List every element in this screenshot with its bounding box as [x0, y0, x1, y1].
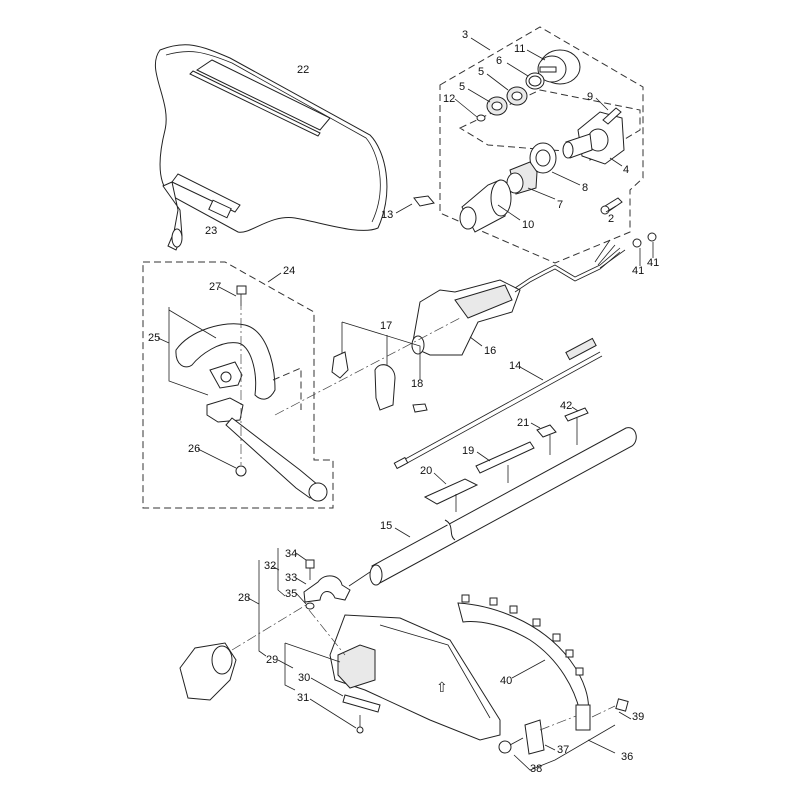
callout-10: 10 [522, 219, 535, 231]
gear-head [179, 642, 237, 701]
clamp-parts [331, 321, 428, 413]
callout-21: 21 [517, 417, 530, 429]
callout-3: 3 [462, 29, 469, 41]
callout-31: 31 [297, 692, 310, 704]
callout-25: 25 [148, 332, 161, 344]
callout-13: 13 [381, 209, 394, 221]
callout-5-a: 5 [459, 81, 466, 93]
shoulder-harness [154, 44, 388, 251]
callout-16: 16 [484, 345, 497, 357]
callout-29: 29 [266, 654, 279, 666]
blade-guard: ⇧ [277, 609, 501, 741]
callout-42: 42 [560, 400, 573, 412]
flex-shaft [393, 337, 603, 470]
callout-6: 6 [496, 55, 503, 67]
callout-11: 11 [514, 43, 526, 55]
callout-7: 7 [557, 199, 564, 211]
loop-handle [157, 285, 328, 502]
callout-40: 40 [500, 675, 513, 687]
callout-23: 23 [205, 225, 218, 237]
gearcase-parts [413, 49, 625, 233]
callout-8: 8 [582, 182, 589, 194]
callout-26: 26 [188, 443, 201, 455]
callout-20: 20 [420, 465, 433, 477]
callout-41-b: 41 [647, 257, 660, 269]
callout-36: 36 [621, 751, 634, 763]
callout-15: 15 [380, 520, 393, 532]
shaft-clamp [247, 548, 371, 657]
callout-34: 34 [285, 548, 298, 560]
callout-30: 30 [298, 672, 311, 684]
direction-arrow-icon: ⇧ [436, 679, 448, 695]
callout-35: 35 [285, 588, 298, 600]
callout-2: 2 [608, 213, 615, 225]
callout-33: 33 [285, 572, 298, 584]
callout-27: 27 [209, 281, 222, 293]
callout-5-b: 5 [478, 66, 485, 78]
callout-9: 9 [587, 91, 594, 103]
callout-19: 19 [462, 445, 475, 457]
callout-28: 28 [238, 592, 251, 604]
callout-18: 18 [411, 378, 424, 390]
callout-12: 12 [443, 93, 456, 105]
callout-14: 14 [509, 360, 522, 372]
callout-22: 22 [297, 64, 310, 76]
callout-17: 17 [380, 320, 393, 332]
handle-assembly-boundary [142, 261, 334, 509]
guard-extension [457, 594, 632, 771]
main-tube [369, 406, 637, 586]
callout-24: 24 [283, 265, 296, 277]
throttle-handle [411, 232, 657, 356]
callout-32: 32 [264, 560, 277, 572]
callout-4: 4 [623, 164, 630, 176]
callout-39: 39 [632, 711, 645, 723]
callout-41-a: 41 [632, 265, 645, 277]
callout-37: 37 [557, 744, 570, 756]
gearcase-leaders [395, 37, 623, 221]
callout-38: 38 [530, 763, 543, 775]
